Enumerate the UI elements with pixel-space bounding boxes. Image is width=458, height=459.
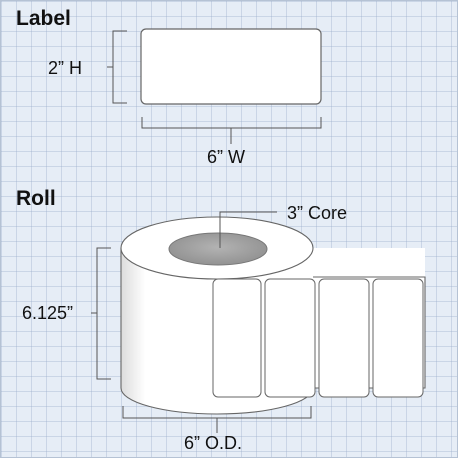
roll-label <box>318 278 370 398</box>
roll-label <box>212 278 262 398</box>
roll-label <box>372 278 424 398</box>
roll-heading: Roll <box>16 187 56 210</box>
outer-diameter-text: 6” O.D. <box>184 433 243 453</box>
roll-label <box>264 278 316 398</box>
roll-width-bracket <box>91 247 111 380</box>
single-label <box>140 28 322 105</box>
label-width-text: 6” W <box>207 147 245 167</box>
roll-width-text: 6.125” <box>22 303 74 323</box>
core-leader-line <box>219 211 277 248</box>
label-width-bracket <box>141 117 322 144</box>
label-heading: Label <box>16 7 71 30</box>
roll-core <box>168 232 268 266</box>
outer-diameter-bracket <box>122 406 312 433</box>
label-height-bracket <box>107 30 127 104</box>
roll-labels <box>212 278 424 398</box>
label-height-text: 2” H <box>48 58 83 78</box>
core-size-text: 3” Core <box>287 203 348 223</box>
